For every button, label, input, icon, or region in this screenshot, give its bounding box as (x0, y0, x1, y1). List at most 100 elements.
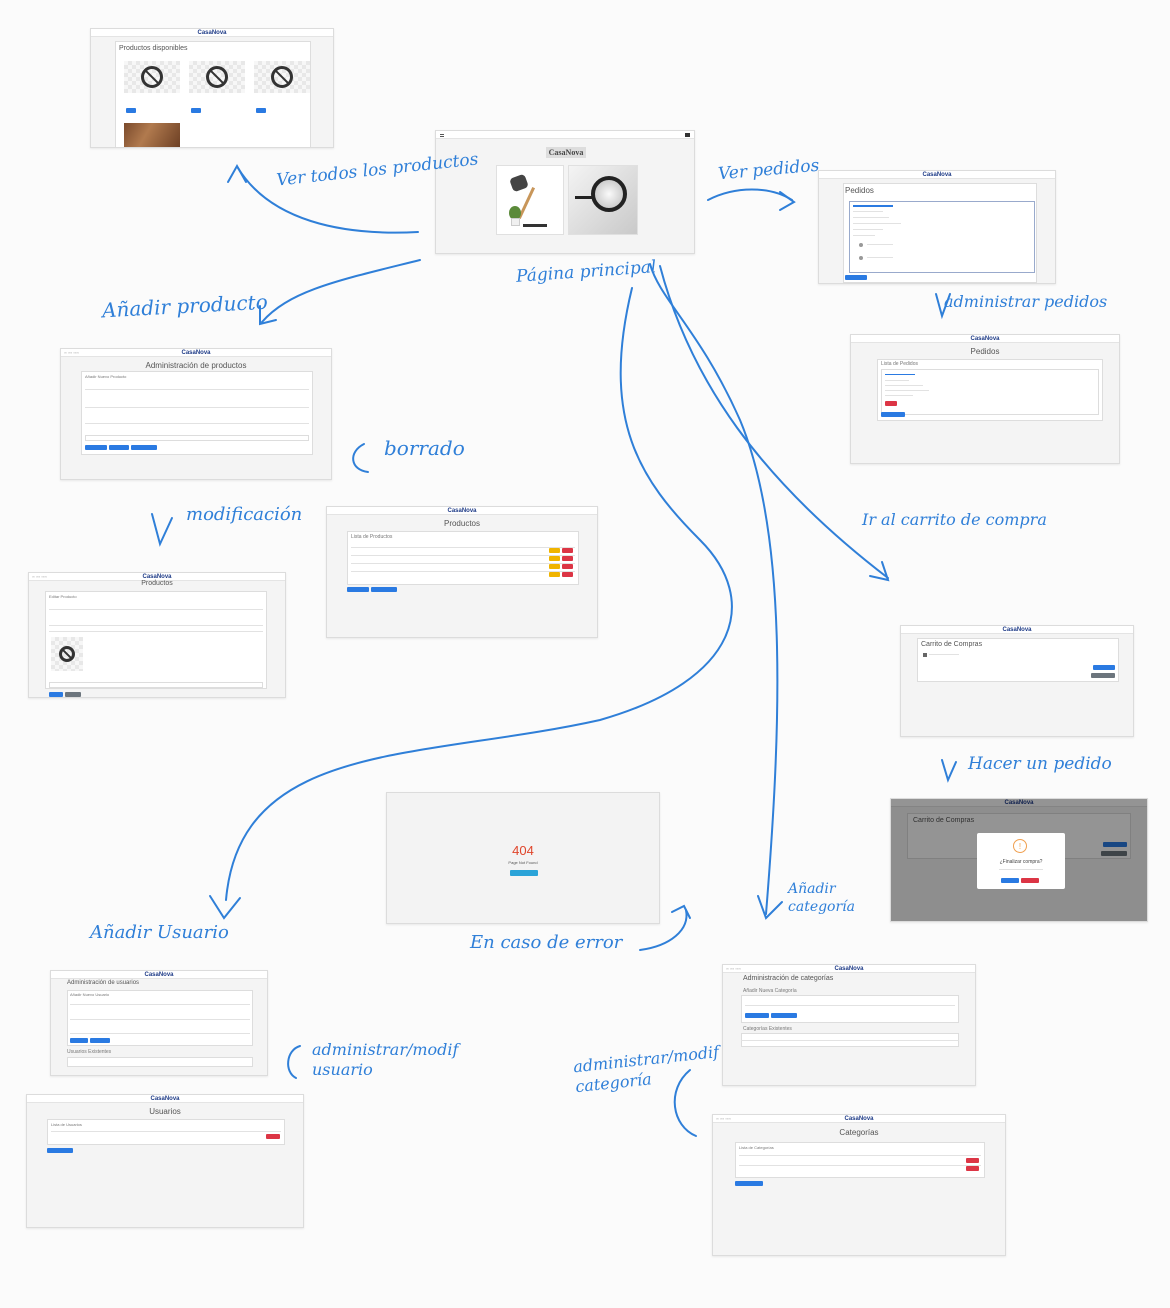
list-categories-button[interactable] (771, 1013, 797, 1018)
page-title: Administración de productos (145, 361, 247, 370)
brand-logo: CasaNova (447, 508, 477, 514)
edit-button[interactable] (549, 564, 560, 569)
confirm-button[interactable] (1001, 878, 1019, 883)
edit-button[interactable] (549, 548, 560, 553)
home-button[interactable] (371, 587, 397, 592)
arrow-ver-productos (237, 167, 419, 234)
home-button[interactable] (881, 412, 905, 417)
item-line (867, 257, 893, 258)
brand-logo: CasaNova (970, 336, 1000, 342)
cancel-button[interactable] (65, 692, 81, 697)
page-title: Usuarios (149, 1107, 181, 1116)
add-product-button[interactable] (347, 587, 369, 592)
screen-admin-categorias: ▫▫ ▫▫▫ ▫▫▫▫ CasaNova Administración de c… (722, 964, 976, 1086)
delete-user-button[interactable] (266, 1134, 280, 1139)
add-product-button[interactable] (85, 445, 107, 450)
arrow-error (639, 909, 688, 951)
empty-cart-button[interactable] (1101, 851, 1127, 856)
price-field[interactable] (85, 407, 309, 408)
password-field[interactable] (70, 1033, 250, 1034)
arrow-categoria (649, 263, 779, 915)
arrow-categoria-head (757, 895, 783, 920)
delete-button[interactable] (562, 572, 573, 577)
home-button[interactable] (131, 445, 157, 450)
add-to-cart-button[interactable] (126, 108, 136, 113)
save-button[interactable] (49, 692, 63, 697)
name-field[interactable] (85, 389, 309, 390)
list-products-button[interactable] (109, 445, 129, 450)
add-to-cart-button[interactable] (256, 108, 266, 113)
add-category-button[interactable] (745, 1013, 769, 1018)
annotation-hacer-pedido: Hacer un pedido (968, 754, 1112, 774)
category-form (741, 995, 959, 1023)
admin-nav-links[interactable]: ▫▫ ▫▫▫ ▫▫▫▫ (64, 350, 79, 355)
brand-logo: CasaNova (150, 1096, 180, 1102)
navbar (901, 626, 1133, 634)
delete-button[interactable] (562, 564, 573, 569)
annotation-borrado: borrado (384, 436, 465, 460)
cancel-button[interactable] (1021, 878, 1039, 883)
arrow-carrito-head (869, 561, 890, 582)
confirm-modal: ! ¿Finalizar compra? (977, 833, 1065, 889)
name-field[interactable] (49, 609, 263, 610)
menu-icon[interactable] (440, 134, 444, 137)
price-field[interactable] (49, 625, 263, 626)
cart-icon[interactable] (685, 133, 690, 137)
delete-category-button[interactable] (966, 1158, 979, 1163)
page-title: Categorías (839, 1128, 879, 1137)
screen-categorias: ▫▫ ▫▫▫ ▫▫▫▫ CasaNova Categorías Lista de… (712, 1114, 1006, 1256)
order-line (885, 395, 913, 396)
username-field[interactable] (70, 1004, 250, 1005)
brand-logo: CasaNova (1002, 627, 1032, 633)
add-user-button[interactable] (47, 1148, 73, 1153)
navbar (713, 1115, 1005, 1123)
image-field[interactable] (49, 631, 263, 632)
arrow-carrito (659, 265, 889, 579)
screen-pedidos: CasaNova Pedidos (818, 170, 1056, 284)
delete-button[interactable] (562, 548, 573, 553)
image-field[interactable] (85, 423, 309, 424)
delete-button[interactable] (562, 556, 573, 561)
add-category-button[interactable] (735, 1181, 763, 1186)
arrow-modificacion (151, 513, 173, 547)
category-name-field[interactable] (745, 1005, 955, 1006)
delete-order-button[interactable] (885, 401, 897, 406)
add-user-button[interactable] (70, 1038, 88, 1043)
admin-nav-links[interactable]: ▫▫ ▫▫▫ ▫▫▫▫ (716, 1116, 731, 1121)
list-users-button[interactable] (90, 1038, 110, 1043)
page-title: Productos (141, 580, 173, 587)
list-title: Lista de Pedidos (881, 361, 918, 367)
navbar (819, 171, 1055, 179)
category-select[interactable] (85, 435, 309, 441)
edit-button[interactable] (549, 572, 560, 577)
delete-category-button[interactable] (966, 1166, 979, 1171)
brand-logo: CasaNova (844, 1116, 874, 1122)
order-line (853, 223, 901, 224)
admin-nav-links[interactable]: ▫▫ ▫▫▫ ▫▫▫▫ (32, 574, 47, 579)
admin-nav-links[interactable]: ▫▫ ▫▫▫ ▫▫▫▫ (726, 966, 741, 971)
categories-list-panel (735, 1142, 985, 1178)
category-select[interactable] (49, 682, 263, 688)
home-button[interactable] (845, 275, 867, 280)
home-button[interactable] (510, 870, 538, 876)
arrow-error-head (671, 904, 691, 919)
page-title: Pedidos (970, 347, 1000, 356)
add-to-cart-button[interactable] (191, 108, 201, 113)
email-field[interactable] (70, 1019, 250, 1020)
order-line (853, 235, 875, 236)
empty-cart-button[interactable] (1091, 673, 1115, 678)
navbar (327, 507, 597, 515)
brand-logo: CasaNova (197, 30, 227, 36)
edit-button[interactable] (549, 556, 560, 561)
navbar (723, 965, 975, 973)
checkout-button[interactable] (1103, 842, 1127, 847)
checkout-button[interactable] (1093, 665, 1115, 670)
annotation-modificacion: modificación (186, 504, 303, 525)
order-line (853, 211, 883, 212)
page-title: Carrito de Compras (921, 641, 983, 648)
order-line (885, 390, 929, 391)
order-line (853, 205, 893, 207)
arrow-adm-usuario (287, 1045, 301, 1079)
order-card (881, 369, 1099, 415)
cart-item (929, 654, 959, 655)
